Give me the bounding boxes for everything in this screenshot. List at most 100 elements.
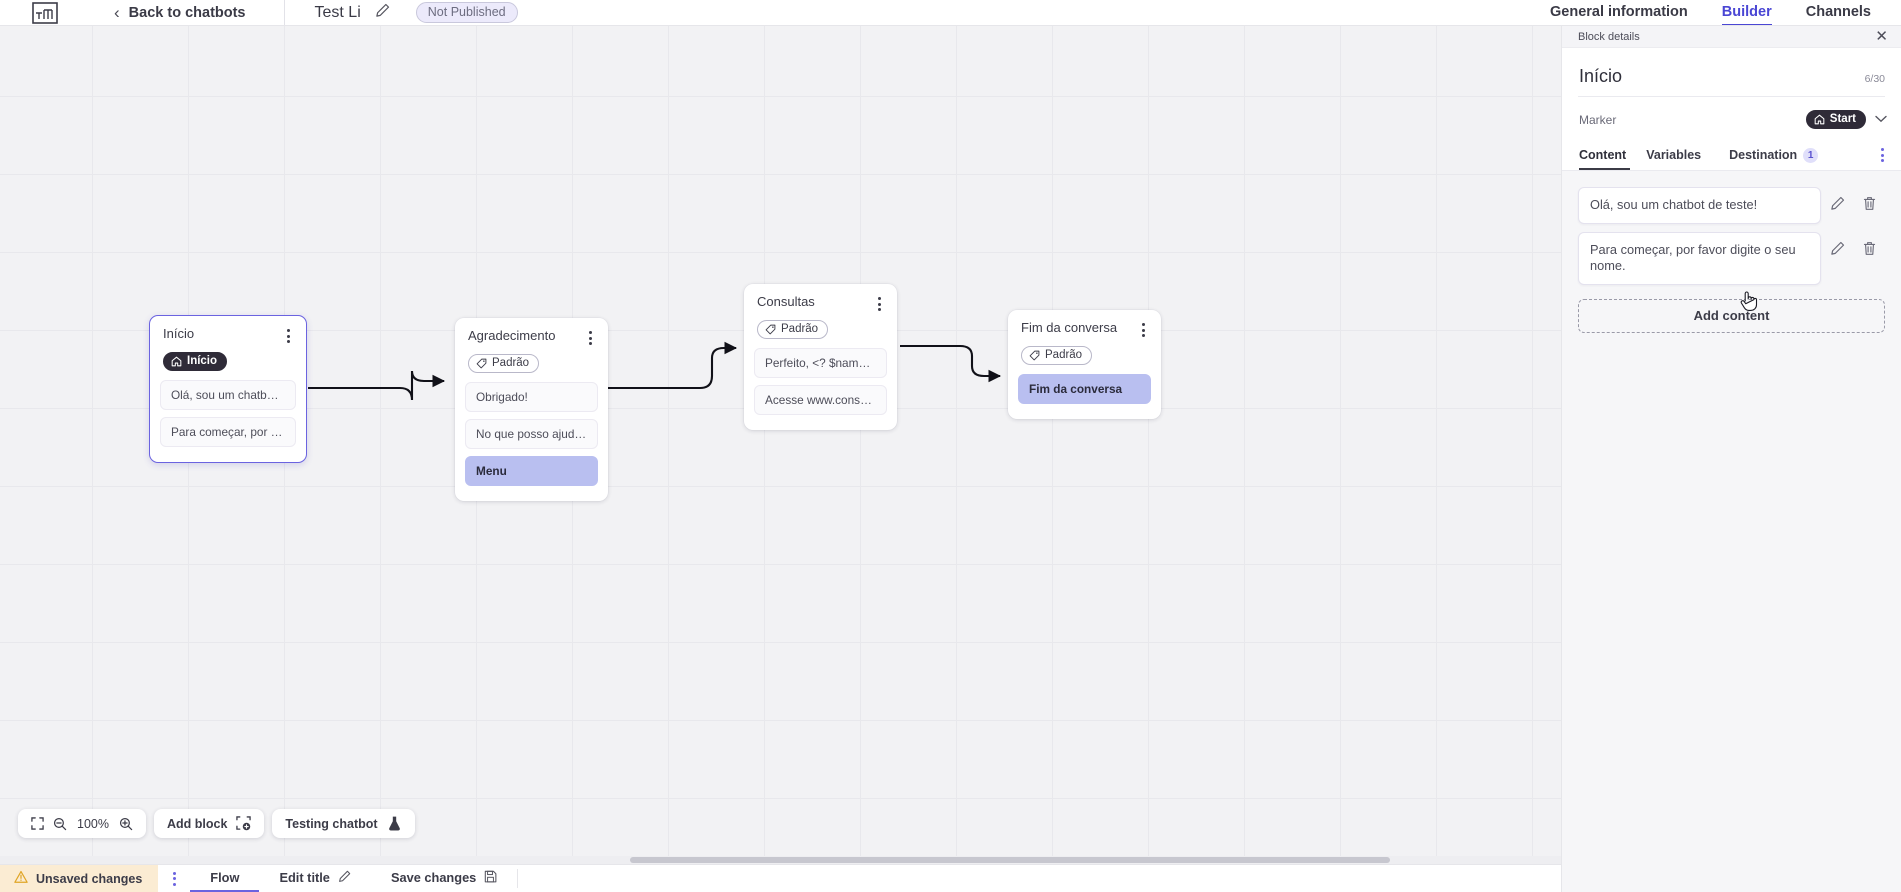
testing-chatbot-button[interactable]: Testing chatbot (272, 809, 415, 838)
block-kebab-menu-icon[interactable] (872, 295, 886, 313)
block-kebab-menu-icon[interactable] (1136, 321, 1150, 339)
canvas-toolbar: 100% Add block Testing chatbot (18, 809, 415, 838)
panel-tab-label: Content (1579, 148, 1627, 162)
bottom-status-bar: Unsaved changes Flow Edit title Save cha… (0, 864, 1561, 892)
panel-title-row: Início 6/30 (1562, 48, 1901, 96)
delete-content-icon[interactable] (1853, 187, 1885, 211)
panel-tab-label: Variables (1646, 148, 1702, 162)
fit-screen-icon[interactable] (31, 817, 44, 830)
flow-block-consultas[interactable]: Consultas Padrão Perfeito, <? $name ?>! … (744, 284, 897, 430)
back-to-chatbots-button[interactable]: ‹ Back to chatbots (114, 0, 246, 25)
pointing-hand-cursor (1738, 289, 1758, 318)
pencil-icon[interactable] (375, 3, 390, 23)
flow-canvas[interactable]: Início Início Olá, sou um chatbot de tes… (0, 26, 1561, 864)
block-title: Agradecimento (468, 328, 556, 343)
block-tag-padrao[interactable]: Padrão (1021, 346, 1093, 365)
warning-triangle-icon (14, 870, 28, 887)
block-tag-label: Padrão (781, 323, 819, 335)
zoom-controls: 100% (18, 809, 146, 838)
close-icon[interactable]: ✕ (1875, 28, 1888, 45)
flow-block-fim-da-conversa[interactable]: Fim da conversa Padrão Fim da conversa (1008, 310, 1161, 419)
panel-tab-content[interactable]: Content (1579, 142, 1631, 170)
edit-content-icon[interactable] (1821, 232, 1853, 256)
panel-tab-bar: Content Variables Destination 1 (1562, 142, 1901, 171)
top-tab-bar: General information Builder Channels (1550, 0, 1871, 25)
marker-label: Marker (1579, 112, 1617, 127)
save-changes-button[interactable]: Save changes (371, 865, 517, 892)
block-message[interactable]: Acesse www.consultas.com par... (754, 384, 887, 415)
delete-content-icon[interactable] (1853, 232, 1885, 256)
panel-divider (1578, 96, 1885, 97)
block-header: Fim da conversa (1008, 310, 1161, 339)
block-tag-row: Início (150, 345, 306, 380)
unsaved-changes-label: Unsaved changes (36, 871, 143, 886)
flow-block-inicio[interactable]: Início Início Olá, sou um chatbot de tes… (149, 315, 307, 463)
block-title: Fim da conversa (1021, 320, 1118, 335)
block-message[interactable]: Para começar, por favor digite o ... (160, 416, 296, 447)
status-badge: Not Published (415, 2, 518, 23)
top-bar: ‹ Back to chatbots Test Li Not Published… (0, 0, 1901, 26)
testing-chatbot-label: Testing chatbot (285, 816, 378, 831)
block-message[interactable]: Olá, sou um chatbot de teste! (160, 379, 296, 410)
block-tag-row: Padrão (455, 347, 608, 382)
character-count: 6/30 (1864, 73, 1885, 85)
statusbar-divider (517, 869, 519, 888)
tab-general-information[interactable]: General information (1550, 4, 1688, 20)
marker-value-badge[interactable]: Start (1805, 110, 1866, 129)
tab-builder[interactable]: Builder (1721, 0, 1772, 25)
block-tag-padrao[interactable]: Padrão (757, 320, 829, 339)
block-tag-label: Padrão (1045, 349, 1083, 361)
block-header: Consultas (744, 284, 897, 313)
block-tag-label: Início (187, 355, 218, 367)
statusbar-kebab-menu-icon[interactable] (158, 865, 190, 892)
tag-icon (476, 358, 487, 368)
pencil-icon (338, 870, 351, 886)
marker-row: Marker Start (1562, 97, 1901, 142)
block-title: Início (163, 326, 195, 341)
marker-select[interactable]: Start (1805, 110, 1887, 129)
add-block-button[interactable]: Add block (154, 809, 265, 838)
chatbot-logo-icon[interactable] (28, 0, 62, 25)
zoom-level-value: 100% (77, 816, 109, 831)
block-tag-start[interactable]: Início (163, 352, 228, 371)
edit-title-button[interactable]: Edit title (259, 865, 370, 892)
block-kebab-menu-icon[interactable] (583, 329, 597, 347)
zoom-out-icon[interactable] (53, 817, 67, 831)
zoom-in-icon[interactable] (119, 817, 133, 831)
unsaved-changes-indicator: Unsaved changes (0, 865, 159, 892)
scrollbar-thumb[interactable] (630, 857, 1390, 863)
block-message-highlighted[interactable]: Menu (465, 455, 598, 486)
flask-icon (387, 816, 402, 831)
chevron-down-icon[interactable] (1875, 114, 1887, 126)
content-item-row: Olá, sou um chatbot de teste! (1578, 187, 1885, 224)
panel-tab-destination[interactable]: Destination 1 (1729, 142, 1830, 170)
page-title: Test Li (314, 3, 361, 21)
block-kebab-menu-icon[interactable] (281, 327, 295, 345)
content-text-field[interactable]: Para começar, por favor digite o seu nom… (1578, 231, 1821, 285)
block-message[interactable]: Perfeito, <? $name ?>! (754, 347, 887, 378)
block-tag-row: Padrão (1008, 339, 1161, 374)
flow-block-agradecimento[interactable]: Agradecimento Padrão Obrigado! No que po… (455, 318, 608, 501)
block-message[interactable]: Obrigado! (465, 381, 598, 412)
block-tag-padrao[interactable]: Padrão (468, 354, 540, 373)
statusbar-tab-flow[interactable]: Flow (190, 865, 260, 892)
content-item-row: Para começar, por favor digite o seu nom… (1578, 231, 1885, 285)
destination-count-badge: 1 (1803, 147, 1819, 163)
block-tag-row: Padrão (744, 313, 897, 348)
edit-content-icon[interactable] (1821, 187, 1853, 211)
tag-icon (1029, 350, 1040, 360)
add-block-label: Add block (167, 816, 228, 831)
panel-strip-label: Block details (1578, 30, 1640, 43)
panel-tab-label: Destination (1729, 148, 1798, 162)
block-message[interactable]: No que posso ajudar, <? $name ... (465, 418, 598, 449)
content-text-field[interactable]: Olá, sou um chatbot de teste! (1578, 187, 1821, 224)
block-message-highlighted[interactable]: Fim da conversa (1018, 373, 1151, 404)
tab-channels[interactable]: Channels (1805, 4, 1871, 20)
block-header: Agradecimento (455, 318, 608, 347)
panel-tabs-kebab-menu-icon[interactable] (1867, 142, 1897, 170)
add-content-button[interactable]: Add content (1578, 298, 1885, 333)
canvas-horizontal-scrollbar[interactable] (0, 856, 1561, 864)
save-disk-icon (484, 870, 497, 886)
panel-tab-variables[interactable]: Variables (1646, 142, 1713, 170)
